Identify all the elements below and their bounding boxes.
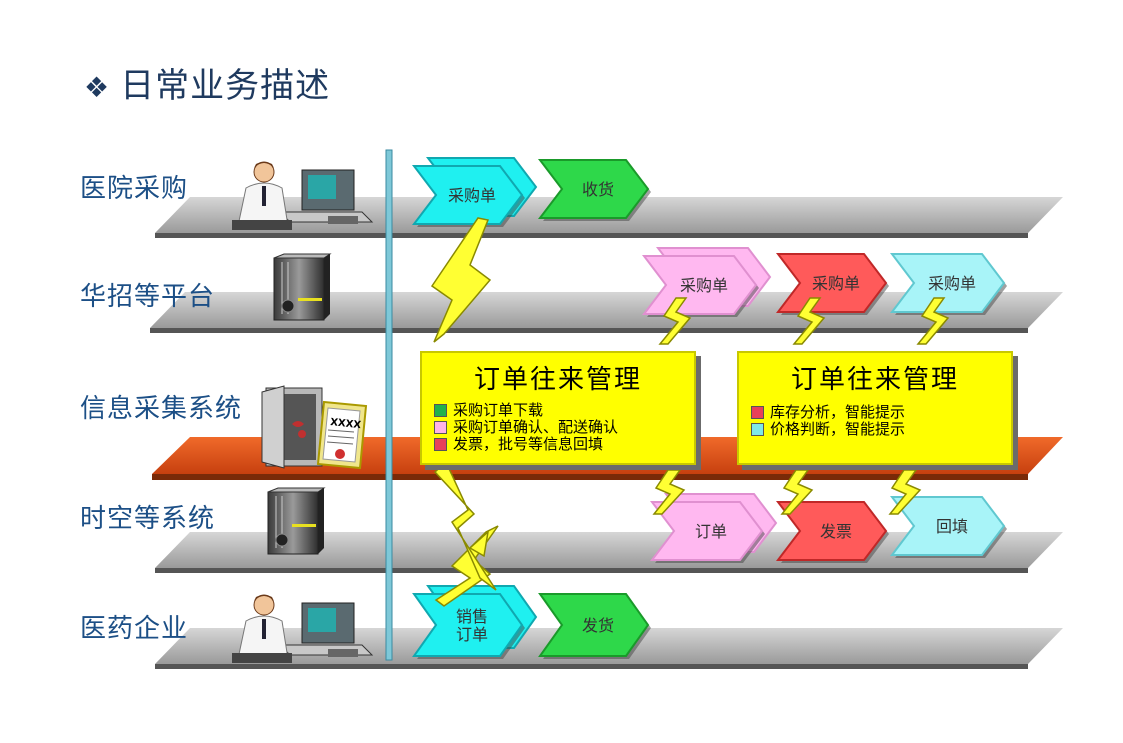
chevron-label: 采购单 (680, 276, 728, 295)
order-management-box-right: 订单往来管理 库存分析，智能提示 价格判断，智能提示 (737, 351, 1013, 465)
chevron-label: 采购单 (928, 274, 976, 293)
lightning-bolt-group (430, 217, 950, 607)
chevron-label: 订单 (456, 625, 488, 644)
mgmt-right-item: 库存分析，智能提示 (751, 404, 1011, 421)
chevron-platform-purchase-order-2: 采购单 (775, 253, 889, 315)
server-icon (267, 487, 326, 555)
chevron-group: 采购单收货采购单采购单采购单订单发票回填销售订单发货 (411, 157, 1007, 659)
mgmt-left-item: 发票，批号等信息回填 (434, 436, 694, 453)
diamond-bullet-icon: ❖ (84, 71, 111, 104)
lane-label-info-system: 信息采集系统 (80, 394, 243, 424)
lightning-bolt-icon (430, 217, 492, 343)
chevron-platform-purchase-order-3: 采购单 (889, 253, 1007, 315)
chevron-pharma-ship: 发货 (538, 593, 651, 659)
chevron-label: 回填 (936, 517, 968, 536)
chevron-erp-invoice: 发票 (775, 501, 889, 563)
mgmt-right-title: 订单往来管理 (790, 365, 959, 395)
lightning-bolt-icon (433, 460, 497, 591)
page-title: ❖ 日常业务描述 (84, 58, 330, 107)
lightning-bolt-icon (652, 469, 686, 515)
chevron-erp-backfill: 回填 (889, 496, 1007, 558)
lightning-bolt-icon (658, 297, 692, 345)
chevron-label: 订单 (695, 522, 727, 541)
chevron-label: 发货 (582, 616, 614, 635)
lane-label-huazhao: 华招等平台 (80, 282, 216, 312)
mgmt-left-item: 采购订单下载 (434, 402, 694, 419)
vertical-divider (385, 149, 393, 661)
order-management-box-left: 订单往来管理 采购订单下载 采购订单确认、配送确认 发票，批号等信息回填 (420, 351, 696, 465)
chevron-platform-purchase-order-1: 采购单 (641, 247, 772, 317)
green-square-icon (434, 404, 447, 417)
lane-label-pharma: 医药企业 (80, 614, 189, 644)
chevron-label: 采购单 (448, 186, 496, 205)
chevron-label: 发票 (820, 522, 852, 541)
chevron-hospital-purchase-order: 采购单 (411, 157, 538, 227)
red-square-icon (434, 438, 447, 451)
cyan-square-icon (751, 423, 764, 436)
lane-label-hospital: 医院采购 (80, 174, 189, 204)
safe-icon (261, 385, 323, 469)
office-worker-computer-icon (232, 594, 374, 663)
chevron-label: 销售 (456, 607, 488, 626)
mgmt-right-item: 价格判断，智能提示 (751, 421, 1011, 438)
red-square-icon (751, 406, 764, 419)
lightning-bolt-icon (780, 469, 814, 515)
page-title-text: 日常业务描述 (120, 66, 331, 106)
chevron-hospital-receive: 收货 (537, 159, 651, 221)
lightning-bolt-icon (916, 297, 950, 345)
mgmt-left-item: 采购订单确认、配送确认 (434, 419, 694, 436)
document-label: XXXX (330, 417, 362, 431)
chevron-erp-order: 订单 (649, 493, 778, 563)
mgmt-left-title: 订单往来管理 (473, 365, 642, 395)
lightning-bolt-icon (888, 469, 922, 515)
chevron-label: 采购单 (812, 274, 860, 293)
lane-label-erp: 时空等系统 (80, 504, 216, 534)
lightning-bolt-icon (792, 297, 826, 345)
lightning-bolt-icon (468, 530, 490, 558)
office-worker-computer-icon (232, 161, 374, 230)
server-icon (273, 253, 332, 321)
chevron-label: 收货 (582, 180, 614, 199)
document-certificate-icon (316, 400, 368, 470)
pink-square-icon (434, 421, 447, 434)
